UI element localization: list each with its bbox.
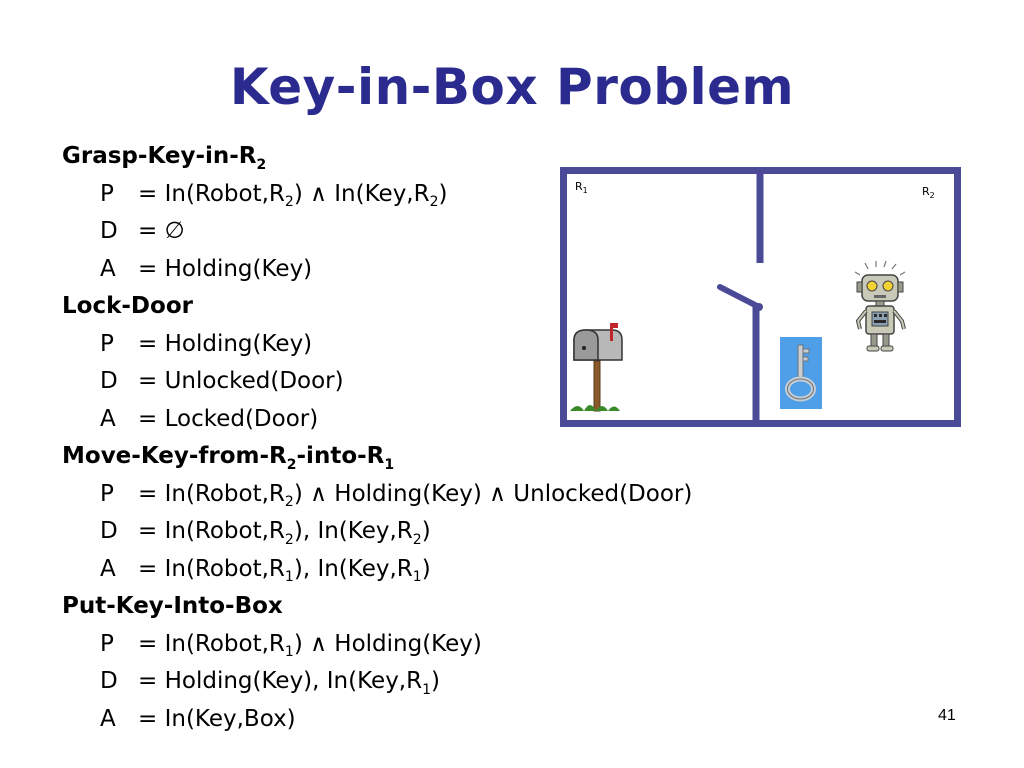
row-label: D <box>100 668 118 694</box>
row-text: = In(Robot,R2), In(Key,R2) <box>138 518 431 548</box>
operator-row: D = Holding(Key), In(Key,R1) <box>62 663 692 701</box>
operator-row: P = In(Robot,R1) ∧ Holding(Key) <box>62 626 692 664</box>
row-text: = In(Robot,R1), In(Key,R1) <box>138 555 431 586</box>
row-label: A <box>100 405 116 432</box>
row-label: P <box>100 330 114 357</box>
row-label: D <box>100 368 118 394</box>
row-text: = Holding(Key), In(Key,R1) <box>138 668 441 698</box>
room2-label: R2 <box>922 185 935 200</box>
row-text: = ∅ <box>138 218 185 244</box>
operator-row: P = Holding(Key) <box>62 326 692 364</box>
row-text: = Unlocked(Door) <box>138 368 344 394</box>
row-text: = In(Robot,R2) ∧ In(Key,R2) <box>138 180 448 211</box>
key-icon <box>780 337 822 409</box>
operator-name: Move-Key-from-R2-into-R1 <box>62 443 395 473</box>
page-title: Key-in-Box Problem <box>229 58 795 116</box>
robot-icon <box>854 260 906 352</box>
operator-name: Put-Key-Into-Box <box>62 593 283 619</box>
row-label: D <box>100 218 118 244</box>
row-label: A <box>100 255 116 282</box>
room1-label: R1 <box>575 180 588 195</box>
operator-row: A = In(Robot,R1), In(Key,R1) <box>62 551 692 589</box>
row-label: A <box>100 705 116 732</box>
operator-row: A = In(Key,Box) <box>62 701 692 739</box>
mailbox-icon <box>570 323 623 412</box>
operator-row: A = Locked(Door) <box>62 401 692 439</box>
row-label: P <box>100 480 114 507</box>
row-text: = In(Robot,R2) ∧ Holding(Key) ∧ Unlocked… <box>138 480 693 511</box>
door <box>717 284 762 310</box>
row-text: = Holding(Key) <box>138 255 313 282</box>
operator-row: D = Unlocked(Door) <box>62 363 692 401</box>
operator-row: D = In(Robot,R2), In(Key,R2) <box>62 513 692 551</box>
row-label: P <box>100 630 114 657</box>
operator-row: A = Holding(Key) <box>62 251 692 289</box>
operator-row: P = In(Robot,R2) ∧ Holding(Key) ∧ Unlocke… <box>62 476 692 514</box>
row-label: D <box>100 518 118 544</box>
operator-name: Lock-Door <box>62 293 193 319</box>
page-number: 41 <box>938 707 956 724</box>
row-label: P <box>100 180 114 207</box>
operator-row: P = In(Robot,R2) ∧ In(Key,R2) <box>62 176 692 214</box>
row-text: = Holding(Key) <box>138 330 313 357</box>
operator-row: D = ∅ <box>62 213 692 251</box>
row-text: = In(Key,Box) <box>138 705 296 732</box>
row-text: = Locked(Door) <box>138 405 319 432</box>
operator-name: Grasp-Key-in-R2 <box>62 143 267 173</box>
row-label: A <box>100 555 116 582</box>
row-text: = In(Robot,R1) ∧ Holding(Key) <box>138 630 482 661</box>
door-hinge <box>755 303 763 311</box>
outer-wall <box>560 167 961 427</box>
rooms-diagram: R1 R2 <box>560 167 961 427</box>
